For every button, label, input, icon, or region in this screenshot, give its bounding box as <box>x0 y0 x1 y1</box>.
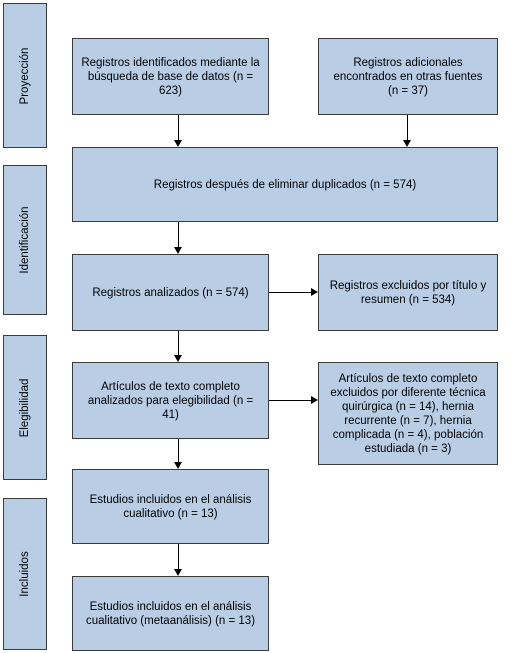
phase-incluidos-label: Incluidos <box>19 551 31 597</box>
phase-proyeccion: Proyección <box>3 3 47 148</box>
connector-dup-to-analyzed <box>178 222 179 247</box>
box-meta: Estudios incluidos en el análisis cualit… <box>72 576 269 651</box>
box-qualitative: Estudios incluidos en el análisis cualit… <box>72 469 269 544</box>
box-other-sources: Registros adicionales encontrados en otr… <box>318 38 498 115</box>
connector-fulltext-to-qualitative <box>178 439 179 462</box>
arrowhead-other-to-dup <box>403 140 411 147</box>
arrowhead-analyzed-to-fulltext <box>174 355 182 362</box>
arrowhead-qualitative-to-meta <box>174 569 182 576</box>
phase-incluidos: Incluidos <box>3 498 47 650</box>
connector-analyzed-to-fulltext <box>178 331 179 355</box>
arrowhead-analyzed-to-excluded <box>311 288 318 296</box>
box-after-duplicates: Registros después de eliminar duplicados… <box>72 147 498 222</box>
phase-identificacion: Identificación <box>3 165 47 315</box>
connector-analyzed-to-excluded <box>269 292 311 293</box>
connector-other-to-dup <box>407 115 408 140</box>
connector-fulltext-to-excluded <box>269 400 311 401</box>
box-fulltext: Artículos de texto completo analizados p… <box>72 362 269 439</box>
box-fulltext-excluded: Artículos de texto completo excluidos po… <box>318 362 498 465</box>
connector-db-to-dup <box>178 115 179 140</box>
phase-identificacion-label: Identificación <box>19 206 31 274</box>
arrowhead-fulltext-to-excluded <box>311 396 318 404</box>
connector-qualitative-to-meta <box>178 544 179 569</box>
phase-elegibilidad-label: Elegibilidad <box>19 378 31 437</box>
arrowhead-fulltext-to-qualitative <box>174 462 182 469</box>
box-db-search: Registros identificados mediante la búsq… <box>72 38 269 115</box>
box-excluded-title: Registros excluidos por título y resumen… <box>318 254 498 331</box>
box-analyzed: Registros analizados (n = 574) <box>72 254 269 331</box>
arrowhead-db-to-dup <box>174 140 182 147</box>
phase-elegibilidad: Elegibilidad <box>3 335 47 480</box>
phase-proyeccion-label: Proyección <box>19 47 31 104</box>
arrowhead-dup-to-analyzed <box>174 247 182 254</box>
